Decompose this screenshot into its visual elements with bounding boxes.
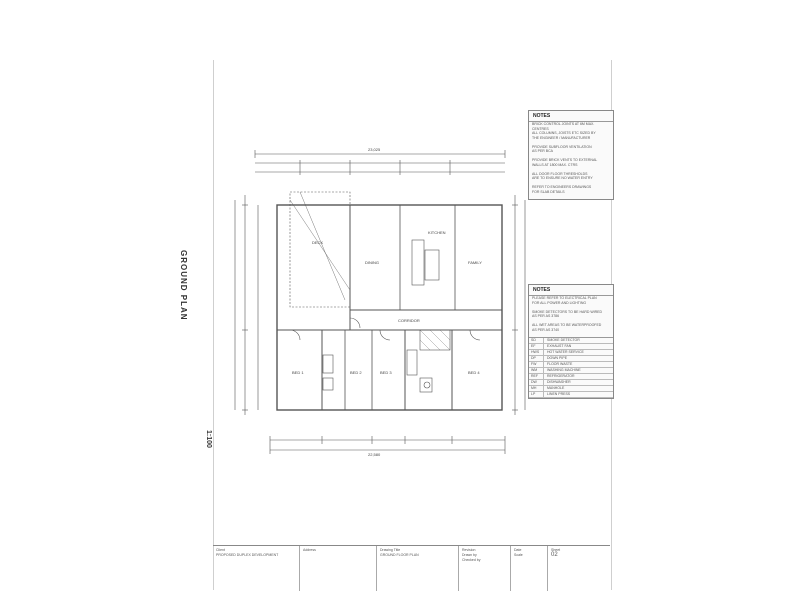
note-line: AS PER AS 3786 <box>532 314 560 318</box>
legend-desc: DOWN PIPE <box>547 356 568 360</box>
note-line: AS PER BCA <box>532 149 554 153</box>
title-block-revision: Revision Drawn by Checked by <box>459 546 511 591</box>
notes-title: NOTES <box>529 285 613 296</box>
room-label-bed-4: BED 4 <box>468 370 480 375</box>
title-block-address: Address <box>300 546 377 591</box>
legend-code: HWS <box>529 350 544 355</box>
note-line: ALL COLUMNS, JOISTS ETC SIZED BY <box>532 131 596 135</box>
legend-code: DP <box>529 356 544 361</box>
legend-code: WM <box>529 368 544 373</box>
note-line: PLEASE REFER TO ELECTRICAL PLAN <box>532 296 597 300</box>
outer-wall <box>276 204 503 411</box>
legend-code: EF <box>529 344 544 349</box>
legend-code: REF <box>529 374 544 379</box>
legend-code: DW <box>529 380 544 385</box>
note-line: FOR ALL POWER AND LIGHTING <box>532 300 587 305</box>
note-line: THE ENGINEER / MANUFACTURER <box>532 135 591 140</box>
note-line: AS PER AS 3740 <box>532 327 560 332</box>
title-block-client: Client PROPOSED DUPLEX DEVELOPMENT <box>213 546 300 591</box>
overall-bottom-dimension: 22,580 <box>368 452 381 457</box>
note-line: BRICK CONTROL JOINTS AT 6M MAX. CENTRES <box>532 122 595 131</box>
note-line: WALLS AT 1800 MAX. CTRS <box>532 162 578 167</box>
note-line: FOR SLAB DETAILS <box>532 189 565 194</box>
notes-title: NOTES <box>529 111 613 122</box>
note-line: PROVIDE SUBFLOOR VENTILATION <box>532 144 592 149</box>
legend-desc: DISHWASHER <box>547 380 571 384</box>
legend-desc: FLOOR WASTE <box>547 362 573 366</box>
note-line: ARE TO ENSURE NO WATER ENTRY <box>532 176 593 180</box>
room-label-deck: DECK <box>312 240 324 245</box>
ground-plan-title: GROUND PLAN <box>179 250 188 321</box>
legend-code: MH <box>529 386 544 391</box>
legend-code: LP <box>529 392 544 397</box>
deck-outline <box>289 191 351 308</box>
legend-code: SD <box>529 338 544 343</box>
legend-desc: SMOKE DETECTOR <box>547 338 580 342</box>
room-label-corridor: CORRIDOR <box>398 318 420 323</box>
scale-label: 1:100 <box>205 430 212 448</box>
room-label-bed-1: BED 1 <box>292 370 304 375</box>
note-line: ALL WET AREAS TO BE WATERPROOFED <box>532 323 602 327</box>
room-label-dining: DINING <box>365 260 379 265</box>
legend-desc: LINEN PRESS <box>547 392 571 396</box>
legend-desc: REFRIGERATOR <box>547 374 575 378</box>
legend-desc: HOT WATER SERVICE <box>547 350 584 354</box>
note-line: SMOKE DETECTORS TO BE HARD WIRED <box>532 309 603 314</box>
legend-code: FW <box>529 362 544 367</box>
title-block-sheet: Sheet 02 <box>551 548 561 558</box>
room-label-kitchen: KITCHEN <box>428 230 446 235</box>
legend-desc: MANHOLE <box>547 386 565 390</box>
room-label-bed-2: BED 2 <box>350 370 362 375</box>
notes-panel-upper: NOTES BRICK CONTROL JOINTS AT 6M MAX. CE… <box>528 110 614 200</box>
room-label-family: FAMILY <box>468 260 482 265</box>
title-block-date: Date Scale <box>511 546 548 591</box>
note-line: PROVIDE BRICK VENTS TO EXTERNAL <box>532 158 598 162</box>
overall-top-dimension: 23,025 <box>368 147 381 152</box>
note-line: ALL DOOR FLOOR THRESHOLDS <box>532 171 588 176</box>
legend-desc: EXHAUST FAN <box>547 344 572 348</box>
legend-desc: WASHING MACHINE <box>547 368 581 372</box>
note-line: REFER TO ENGINEERS DRAWINGS <box>532 185 592 189</box>
room-label-bed-3: BED 3 <box>380 370 392 375</box>
title-block-drawing-title: Drawing Title GROUND FLOOR PLAN <box>377 546 459 591</box>
title-block: Client PROPOSED DUPLEX DEVELOPMENT Addre… <box>213 545 610 591</box>
